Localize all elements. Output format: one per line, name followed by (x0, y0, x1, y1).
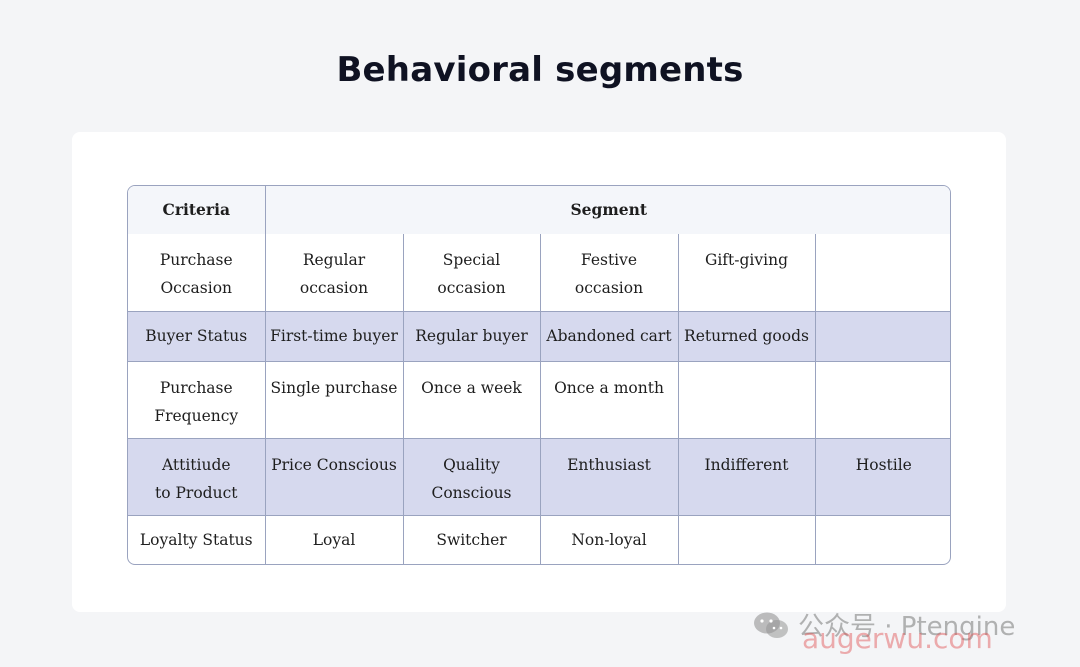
segment-cell: Non-loyal (539, 514, 679, 564)
criteria-cell: Buyer Status (128, 310, 266, 362)
watermark: 公众号 · Ptengine augerwu.com (752, 606, 1016, 655)
segment-cell: Hostile (814, 437, 950, 516)
page-title: Behavioral segments (336, 50, 744, 90)
segment-cell: Indifferent (677, 437, 816, 516)
segment-cell: Once a week (402, 360, 541, 439)
segment-cell: Single purchase (264, 360, 404, 439)
segment-cell: Loyal (264, 514, 404, 564)
criteria-cell: Loyalty Status (128, 514, 266, 564)
segment-cell (814, 234, 950, 312)
segment-cell: Regular buyer (402, 310, 541, 362)
segment-cell: Returned goods (677, 310, 816, 362)
segment-cell (677, 514, 816, 564)
segment-cell (814, 360, 950, 439)
wechat-icon (754, 612, 788, 638)
segment-cell: Once a month (539, 360, 679, 439)
segment-cell (814, 310, 950, 362)
watermark-text: 公众号 · Ptengine (798, 612, 1016, 642)
header-criteria: Criteria (128, 186, 266, 234)
header-segment: Segment (264, 186, 950, 234)
segment-cell: Switcher (402, 514, 541, 564)
segment-cell: Price Conscious (264, 437, 404, 516)
segment-cell: First-time buyer (264, 310, 404, 362)
segment-cell: Abandoned cart (539, 310, 679, 362)
watermark-site: augerwu.com (802, 622, 993, 655)
segment-cell: Gift-giving (677, 234, 816, 312)
segment-cell (677, 360, 816, 439)
segment-cell (814, 514, 950, 564)
segment-cell: Enthusiast (539, 437, 679, 516)
table-header-row: Criteria Segment (128, 186, 950, 234)
